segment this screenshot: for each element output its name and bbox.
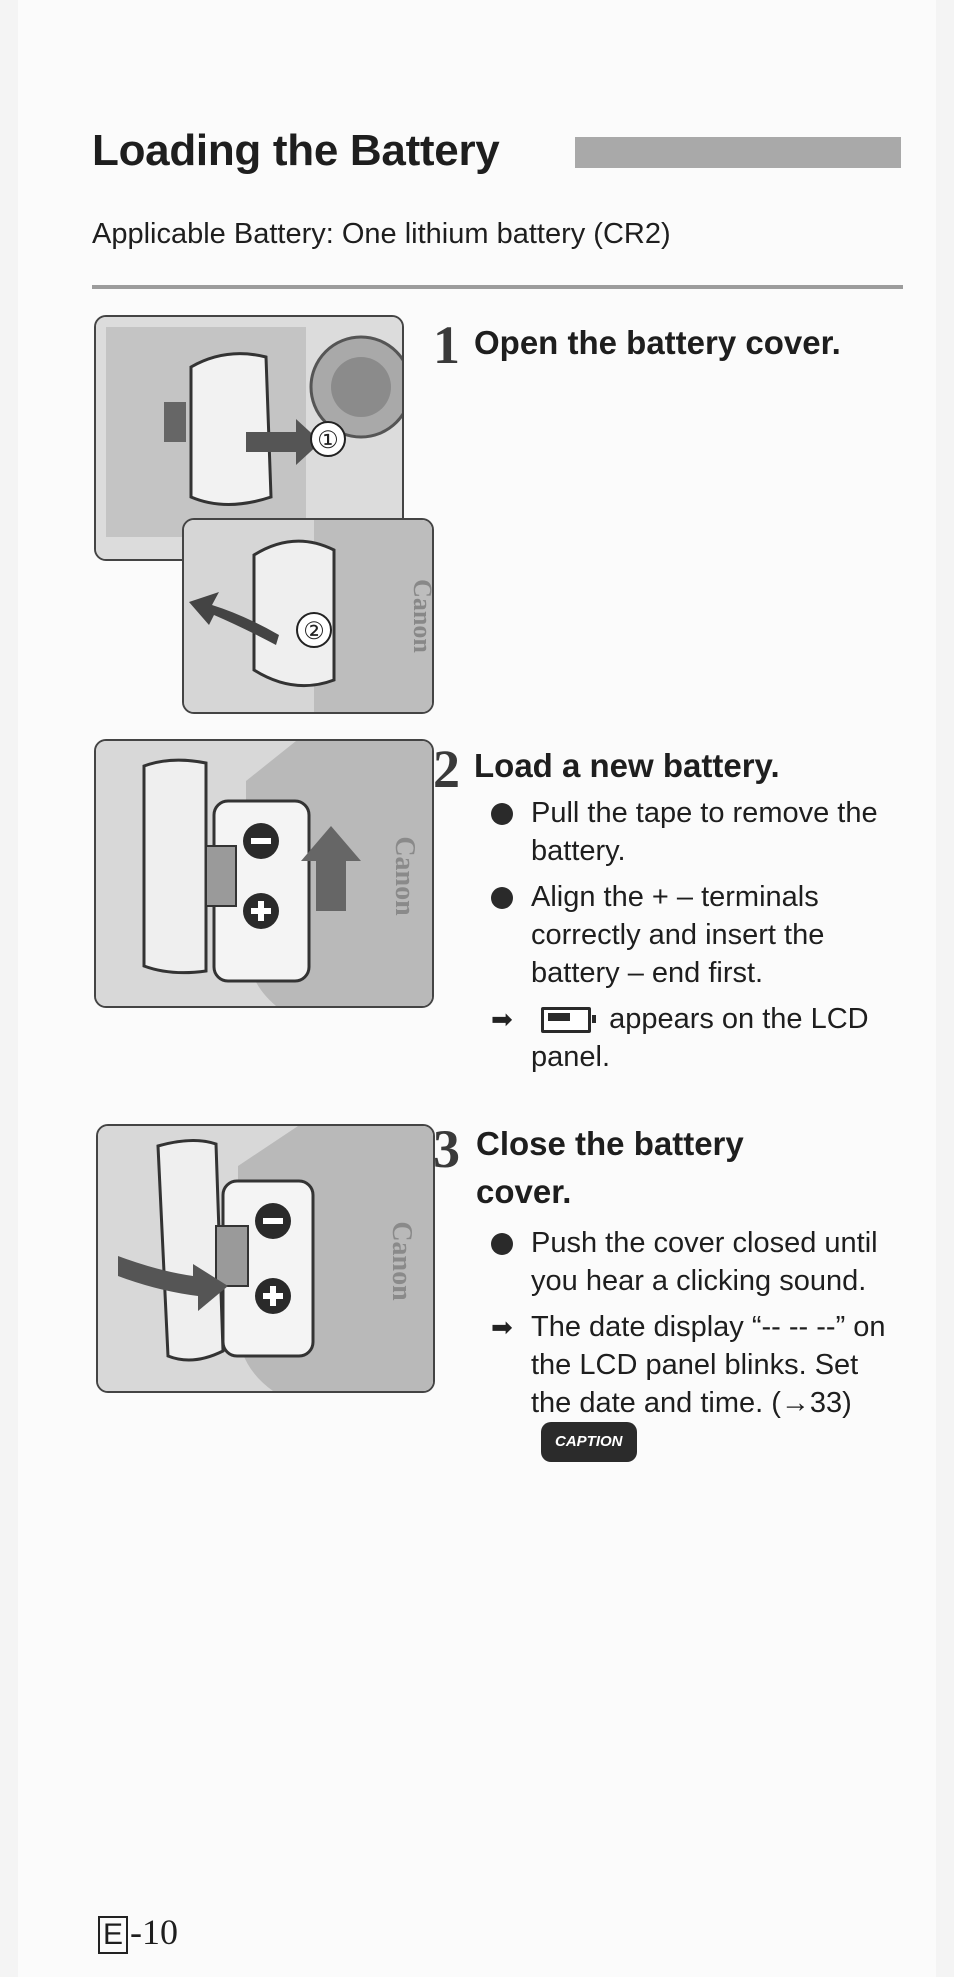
list-item: Push the cover closed until you hear a c…: [491, 1224, 903, 1300]
step-2-title: Load a new battery.: [474, 747, 780, 784]
list-item: Pull the tape to remove the battery.: [491, 794, 911, 870]
step-2-number: 2: [433, 739, 460, 799]
figure-load-battery: Canon: [94, 739, 434, 1008]
figure-mark-1: ①: [317, 427, 339, 454]
step-3-number: 3: [433, 1119, 460, 1179]
bullet-dot-icon: [491, 803, 513, 825]
page-title: Loading the Battery: [92, 126, 500, 175]
result-item: ➡ The date display “-- -- --” on the LCD…: [491, 1308, 903, 1463]
section-letter: E: [98, 1916, 129, 1954]
step-2-instructions: Pull the tape to remove the battery. Ali…: [491, 794, 911, 1084]
cover-swing-illustration: ② Canon: [184, 520, 432, 712]
camera-brand-logo: Canon: [408, 579, 432, 653]
step-1-number: 1: [433, 315, 460, 375]
result-arrow-icon: ➡: [491, 1004, 513, 1034]
camera-brand-logo: Canon: [389, 836, 420, 916]
battery-full-icon: [541, 1007, 596, 1034]
section-divider: [92, 285, 903, 289]
figure-open-cover-top: ①: [94, 315, 404, 561]
step-3-instructions: Push the cover closed until you hear a c…: [491, 1224, 903, 1470]
caption-badge: CAPTION: [541, 1422, 637, 1463]
page-number: E-10: [98, 1911, 178, 1954]
cover-close-illustration: Canon: [98, 1126, 433, 1391]
figure-mark-2: ②: [303, 618, 325, 645]
step-3-result: The date display “-- -- --” on the LCD p…: [531, 1311, 886, 1419]
list-item: Align the + – terminals correctly and in…: [491, 878, 911, 992]
bullet-dot-icon: [491, 887, 513, 909]
bullet-dot-icon: [491, 1233, 513, 1255]
page-subtitle: Applicable Battery: One lithium battery …: [92, 218, 671, 250]
battery-insert-illustration: Canon: [96, 741, 432, 1006]
result-arrow-icon: ➡: [491, 1312, 513, 1342]
figure-open-cover-bottom: ② Canon: [182, 518, 434, 714]
result-item: ➡ appears on the LCD panel.: [491, 1000, 911, 1076]
step-3-title: Close the battery cover.: [476, 1125, 744, 1210]
camera-brand-logo: Canon: [386, 1221, 417, 1301]
step-1-title: Open the battery cover.: [474, 324, 841, 361]
manual-page: Loading the Battery Applicable Battery: …: [18, 0, 936, 1977]
figure-close-cover: Canon: [96, 1124, 435, 1393]
title-decoration-bar: [575, 137, 901, 168]
step-2-result: appears on the LCD panel.: [531, 1003, 869, 1073]
